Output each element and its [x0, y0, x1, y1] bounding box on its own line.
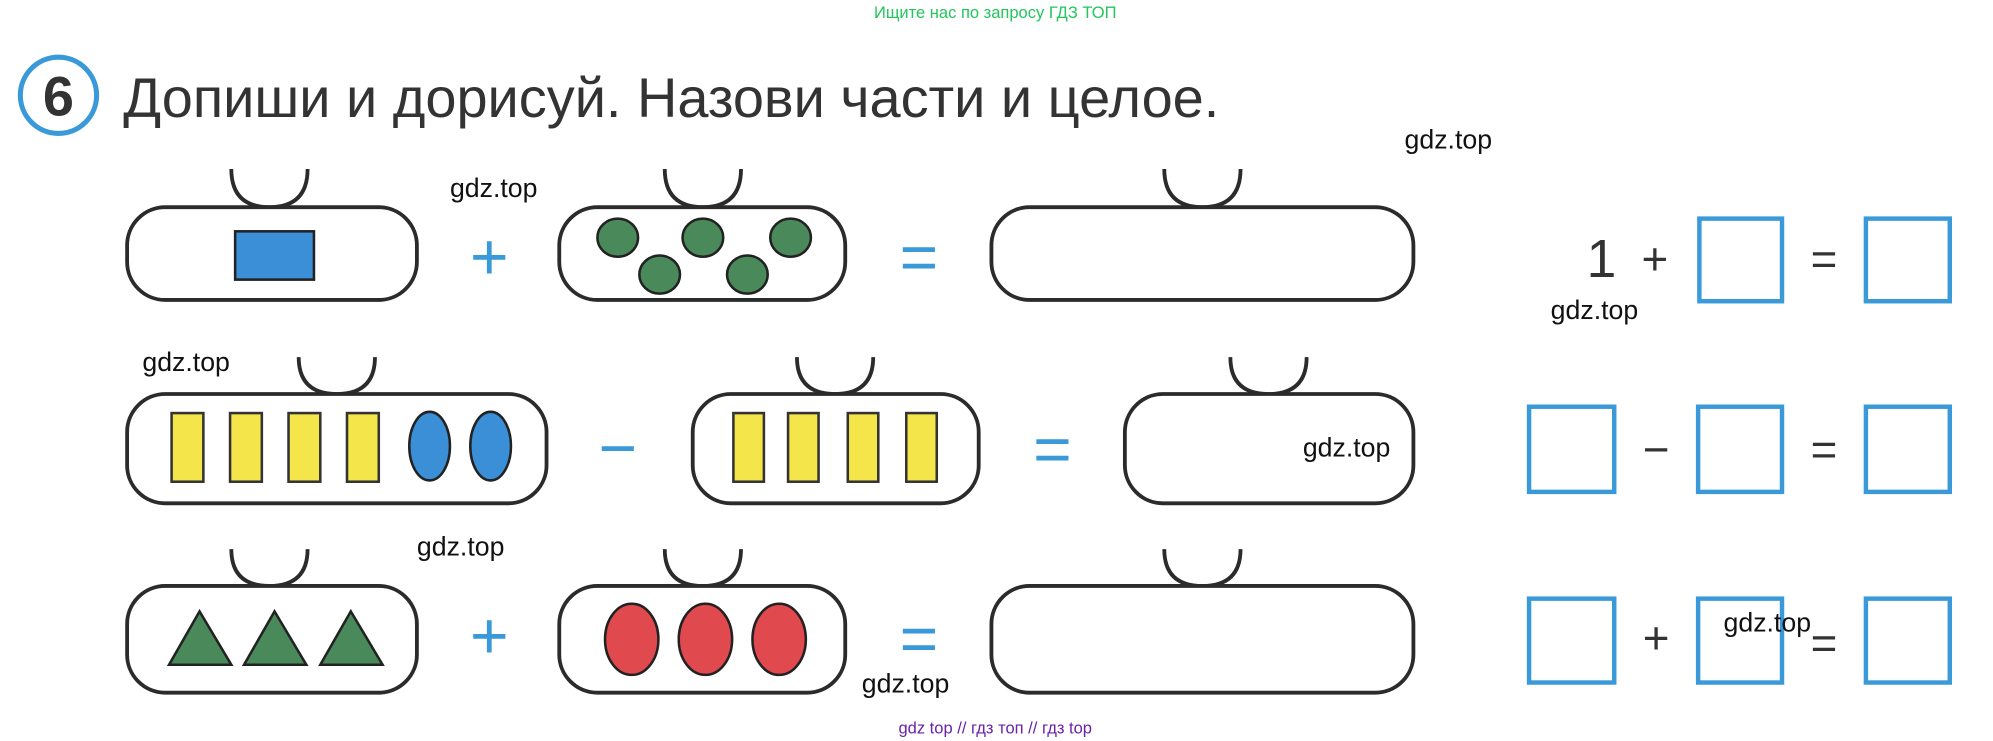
whole-box[interactable] [989, 584, 1416, 695]
answer-box[interactable] [1526, 596, 1617, 685]
plus-sign: + [470, 599, 509, 673]
yellow-rectangle [904, 411, 939, 483]
yellow-rectangle [846, 411, 880, 483]
cup-icon [1228, 357, 1309, 396]
watermark: gdz.top [450, 173, 538, 203]
whole-box[interactable] [989, 205, 1416, 302]
red-circle [603, 602, 660, 677]
cup-icon [1162, 549, 1243, 588]
green-circle [681, 217, 725, 259]
green-circle [725, 254, 769, 295]
answer-box[interactable] [1526, 404, 1617, 495]
cup-icon [296, 357, 377, 396]
cup-icon [795, 357, 876, 396]
equals-sign: = [900, 602, 939, 676]
equals-sign: = [1033, 413, 1072, 487]
green-triangle [166, 608, 234, 667]
watermark: gdz.top [1405, 125, 1493, 155]
task-number-circle [17, 54, 100, 136]
green-triangle [318, 608, 385, 667]
row-1: + = 1 + = [125, 169, 1953, 304]
red-circle [751, 602, 808, 677]
cup-icon [1162, 169, 1243, 210]
red-circle [677, 602, 734, 677]
equals-sign: = [1811, 617, 1838, 668]
cup-icon [662, 169, 743, 210]
blue-oval [469, 410, 513, 482]
watermark: gdz.top [1303, 432, 1391, 462]
green-circle [596, 217, 640, 259]
plus-sign: + [1642, 234, 1669, 285]
equals-sign: = [1811, 234, 1838, 285]
minus-sign: − [1643, 424, 1670, 475]
cup-icon [229, 169, 310, 210]
yellow-rectangle [287, 411, 322, 483]
row-3: + = + = [125, 549, 1953, 695]
yellow-rectangle [170, 411, 205, 483]
plus-sign: + [470, 221, 509, 295]
blue-oval [408, 410, 452, 482]
watermark: gdz.top [1551, 295, 1639, 325]
green-triangle [241, 608, 309, 667]
equals-sign: = [1811, 424, 1838, 475]
watermark: gdz.top [862, 669, 950, 699]
minus-sign: − [598, 411, 637, 485]
footer-text: gdz top // гдз топ // гдз top [898, 718, 1092, 737]
row-2: − = − = [125, 357, 1953, 506]
plus-sign: + [1643, 612, 1670, 663]
answer-box[interactable] [1863, 596, 1953, 685]
yellow-rectangle [732, 411, 766, 483]
answer-box[interactable] [1697, 216, 1785, 304]
watermark: gdz.top [1724, 608, 1812, 638]
equals-sign: = [900, 221, 939, 295]
blue-rectangle [233, 230, 316, 281]
answer-box[interactable] [1695, 404, 1785, 495]
watermark: gdz.top [142, 347, 230, 377]
yellow-rectangle [345, 411, 381, 483]
given-number: 1 [1587, 230, 1617, 289]
yellow-rectangle [228, 411, 264, 483]
watermark: gdz.top [417, 531, 505, 561]
search-hint: Ищите нас по запросу ГДЗ ТОП [874, 3, 1117, 22]
green-circle [638, 254, 682, 295]
answer-box[interactable] [1863, 216, 1953, 304]
yellow-rectangle [786, 411, 820, 483]
whole-box[interactable] [1122, 392, 1416, 506]
task-title: Допиши и дорисуй. Назови части и целое. [123, 66, 1219, 129]
cup-icon [229, 549, 310, 588]
answer-box[interactable] [1863, 404, 1953, 495]
green-circle [768, 217, 813, 259]
task-number: 6 [43, 65, 74, 128]
cup-icon [662, 549, 743, 588]
answer-box[interactable] [1695, 596, 1785, 685]
